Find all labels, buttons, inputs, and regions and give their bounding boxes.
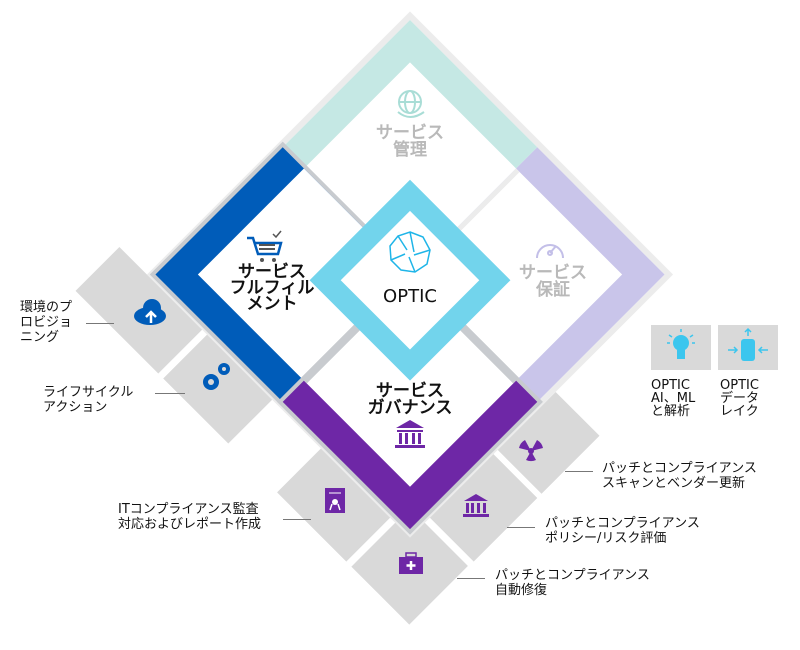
leader-line bbox=[457, 578, 485, 579]
label-line: ニング bbox=[20, 330, 60, 345]
capability-remediation: パッチとコンプライアンス 自動修復 bbox=[495, 568, 650, 598]
medical-kit-icon bbox=[399, 552, 423, 574]
lightbulb-icon bbox=[667, 329, 695, 359]
data-lake-icon bbox=[728, 327, 768, 361]
capability-lifecycle: ライフサイクル アクション bbox=[43, 385, 133, 415]
center-label: OPTIC bbox=[383, 286, 437, 307]
quadrant-label-assurance: サービス 保証 bbox=[519, 265, 587, 299]
cloud-upload-icon bbox=[134, 299, 166, 325]
bank-building-icon-policy bbox=[463, 494, 489, 517]
label-line: パッチとコンプライアンス bbox=[495, 568, 650, 583]
capability-audit: ITコンプライアンス監査 対応およびレポート作成 bbox=[118, 502, 261, 532]
label-line: 対応およびレポート作成 bbox=[118, 517, 262, 532]
leader-line bbox=[283, 519, 311, 520]
label-line: アクション bbox=[43, 400, 108, 415]
quadrant-label-governance: サービス ガバナンス bbox=[368, 383, 453, 417]
label-line: スキャンとベンダー更新 bbox=[602, 476, 746, 491]
label-line: OPTIC bbox=[720, 378, 759, 393]
label-line: OPTIC bbox=[651, 378, 690, 393]
label-line: ロビジョ bbox=[20, 315, 73, 330]
radiation-icon bbox=[519, 440, 543, 462]
shopping-cart-icon bbox=[247, 230, 283, 262]
capability-scan: パッチとコンプライアンス スキャンとベンダー更新 bbox=[602, 461, 757, 491]
quadrant-label-fulfillment: サービス フルフィル メント bbox=[229, 262, 315, 314]
label-line: 管理 bbox=[393, 140, 427, 160]
label-line: サービス bbox=[375, 381, 444, 401]
bank-building-icon-governance bbox=[395, 420, 425, 448]
globe-hand-icon bbox=[397, 90, 425, 118]
label-line: 保証 bbox=[536, 280, 570, 300]
label-line: ライフサイクル bbox=[43, 385, 134, 400]
label-line: データ bbox=[720, 391, 760, 406]
leader-line bbox=[155, 393, 185, 394]
label-line: ポリシー/リスク評価 bbox=[545, 531, 667, 546]
capability-provisioning: 環境のプ ロビジョ ニング bbox=[20, 300, 72, 345]
optic-ai-box bbox=[651, 325, 711, 370]
label-line: サービス bbox=[237, 262, 306, 282]
leader-line bbox=[565, 471, 593, 472]
label-line: ITコンプライアンス監査 bbox=[118, 502, 259, 517]
label-line: と解析 bbox=[651, 404, 691, 419]
leader-line bbox=[86, 323, 114, 324]
certificate-icon bbox=[325, 488, 345, 513]
label-line: 環境のプ bbox=[20, 300, 73, 315]
gears-icon bbox=[203, 363, 230, 390]
label-line: サービス bbox=[376, 123, 444, 143]
label-line: パッチとコンプライアンス bbox=[545, 516, 700, 531]
label-line: パッチとコンプライアンス bbox=[602, 461, 757, 476]
tile-lifecycle bbox=[163, 334, 273, 444]
label-line: レイク bbox=[720, 404, 759, 419]
label-line: 自動修復 bbox=[495, 583, 548, 598]
optic-ai-label: OPTIC AI、ML と解析 bbox=[651, 379, 695, 418]
leader-line bbox=[507, 527, 535, 528]
optic-aperture-icon bbox=[389, 231, 431, 273]
label-line: サービス bbox=[519, 263, 587, 283]
speedometer-icon bbox=[536, 244, 564, 259]
label-line: フルフィル bbox=[229, 278, 315, 298]
label-line: ガバナンス bbox=[367, 398, 453, 418]
optic-datalake-label: OPTIC データ レイク bbox=[720, 379, 759, 418]
label-line: AI、ML bbox=[651, 391, 696, 406]
label-line: メント bbox=[246, 294, 298, 314]
quadrant-label-management: サービス 管理 bbox=[376, 125, 444, 159]
optic-datalake-box bbox=[718, 325, 778, 370]
capability-policy: パッチとコンプライアンス ポリシー/リスク評価 bbox=[545, 516, 700, 546]
tile-scan bbox=[497, 391, 600, 494]
